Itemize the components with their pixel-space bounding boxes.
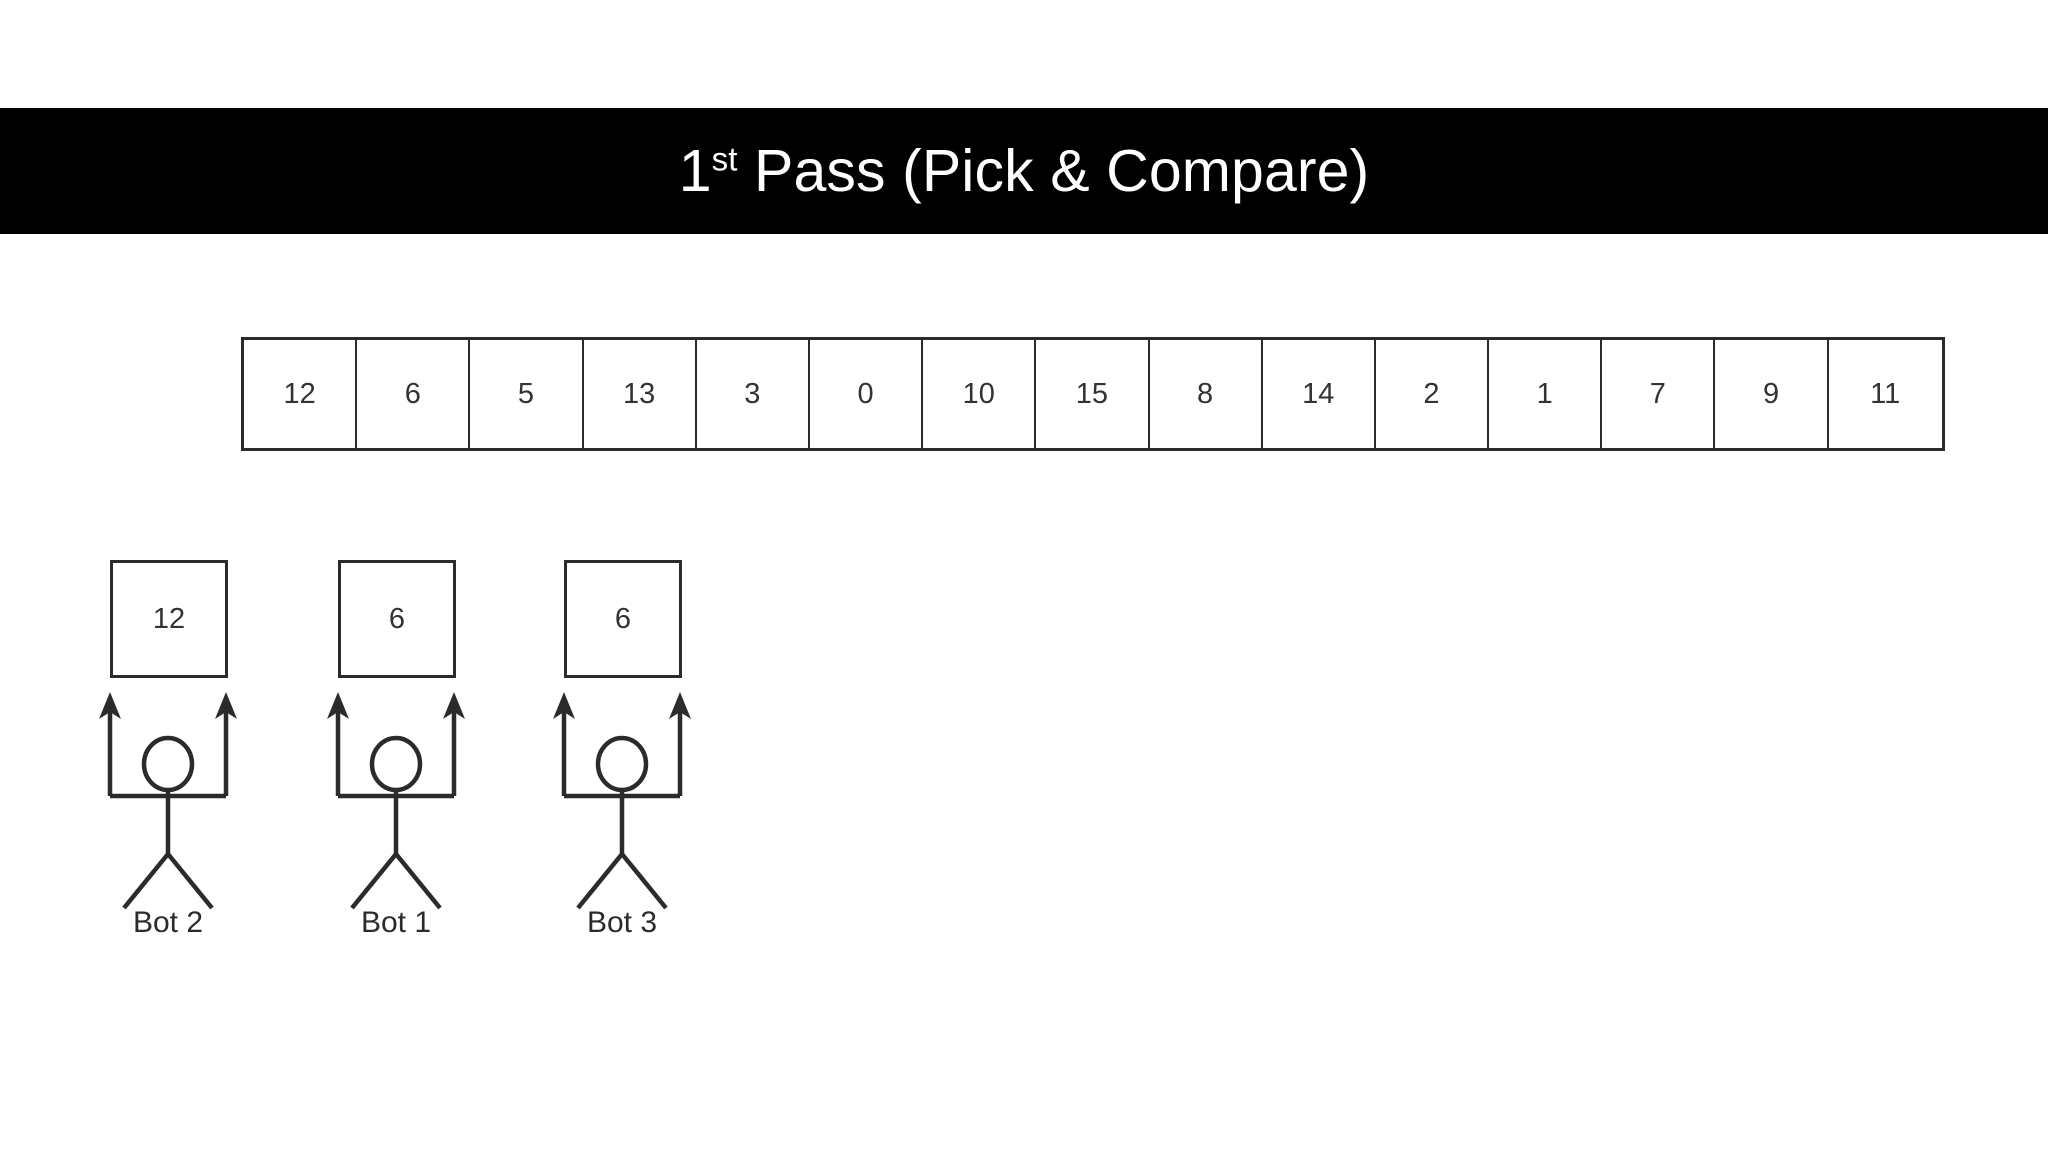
stick-figure-icon bbox=[553, 692, 691, 910]
array-cell[interactable]: 5 bbox=[470, 340, 584, 448]
array-cell[interactable]: 15 bbox=[1036, 340, 1150, 448]
array-cell-value: 6 bbox=[404, 377, 421, 410]
bot-label: Bot 2 bbox=[132, 906, 204, 939]
array-cell-value: 3 bbox=[744, 377, 761, 410]
bot-figure bbox=[522, 686, 722, 911]
data-array-strip: 12 6 5 13 3 0 10 15 8 14 2 1 7 9 11 bbox=[241, 337, 1945, 451]
stick-figure-icon bbox=[99, 692, 237, 910]
array-cell[interactable]: 3 bbox=[696, 340, 810, 448]
bot-figure bbox=[68, 686, 268, 911]
array-cell[interactable]: 9 bbox=[1715, 340, 1829, 448]
array-cell-value: 11 bbox=[1870, 377, 1901, 410]
title-prefix: 1 bbox=[678, 137, 712, 204]
array-cell[interactable]: 14 bbox=[1262, 340, 1376, 448]
array-cell-value: 13 bbox=[623, 377, 656, 410]
bot-held-value: 6 bbox=[388, 602, 406, 635]
array-cell-value: 15 bbox=[1075, 377, 1109, 410]
array-cell[interactable]: 10 bbox=[923, 340, 1037, 448]
bot-held-value: 12 bbox=[152, 602, 186, 635]
bot-held-value: 6 bbox=[614, 602, 632, 635]
bot-label: Bot 3 bbox=[586, 906, 658, 939]
bot-held-box[interactable]: 12 bbox=[110, 560, 228, 678]
array-cell-value: 1 bbox=[1536, 377, 1553, 410]
array-cell[interactable]: 1 bbox=[1489, 340, 1603, 448]
array-cell-value: 12 bbox=[283, 377, 316, 410]
page-title: 1st Pass (Pick & Compare) bbox=[679, 140, 1370, 201]
array-cell-value: 7 bbox=[1649, 377, 1666, 410]
bot-label: Bot 1 bbox=[360, 906, 432, 939]
title-ordinal-suffix: st bbox=[711, 140, 738, 178]
array-cell-value: 5 bbox=[517, 377, 535, 410]
bot-figure bbox=[296, 686, 496, 911]
array-cell-value: 14 bbox=[1302, 377, 1335, 410]
array-cell[interactable]: 8 bbox=[1149, 340, 1263, 448]
array-cell[interactable]: 7 bbox=[1602, 340, 1716, 448]
array-cell[interactable]: 2 bbox=[1375, 340, 1490, 448]
array-cell[interactable]: 11 bbox=[1828, 340, 1942, 448]
bot-held-box[interactable]: 6 bbox=[338, 560, 456, 678]
title-rest: Pass (Pick & Compare) bbox=[737, 137, 1370, 204]
array-cell-value: 9 bbox=[1762, 377, 1780, 410]
stick-figure-icon bbox=[327, 692, 465, 910]
bot-held-box[interactable]: 6 bbox=[564, 560, 682, 678]
array-cell-value: 8 bbox=[1197, 377, 1214, 410]
array-cell[interactable]: 6 bbox=[357, 340, 471, 448]
title-bar: 1st Pass (Pick & Compare) bbox=[0, 108, 2048, 234]
array-cell[interactable]: 13 bbox=[583, 340, 697, 448]
array-cell[interactable]: 12 bbox=[244, 340, 358, 448]
array-cell-value: 2 bbox=[1423, 377, 1440, 410]
array-cell[interactable]: 0 bbox=[809, 340, 924, 448]
array-cell-value: 10 bbox=[962, 377, 995, 410]
array-cell-value: 0 bbox=[857, 377, 874, 410]
